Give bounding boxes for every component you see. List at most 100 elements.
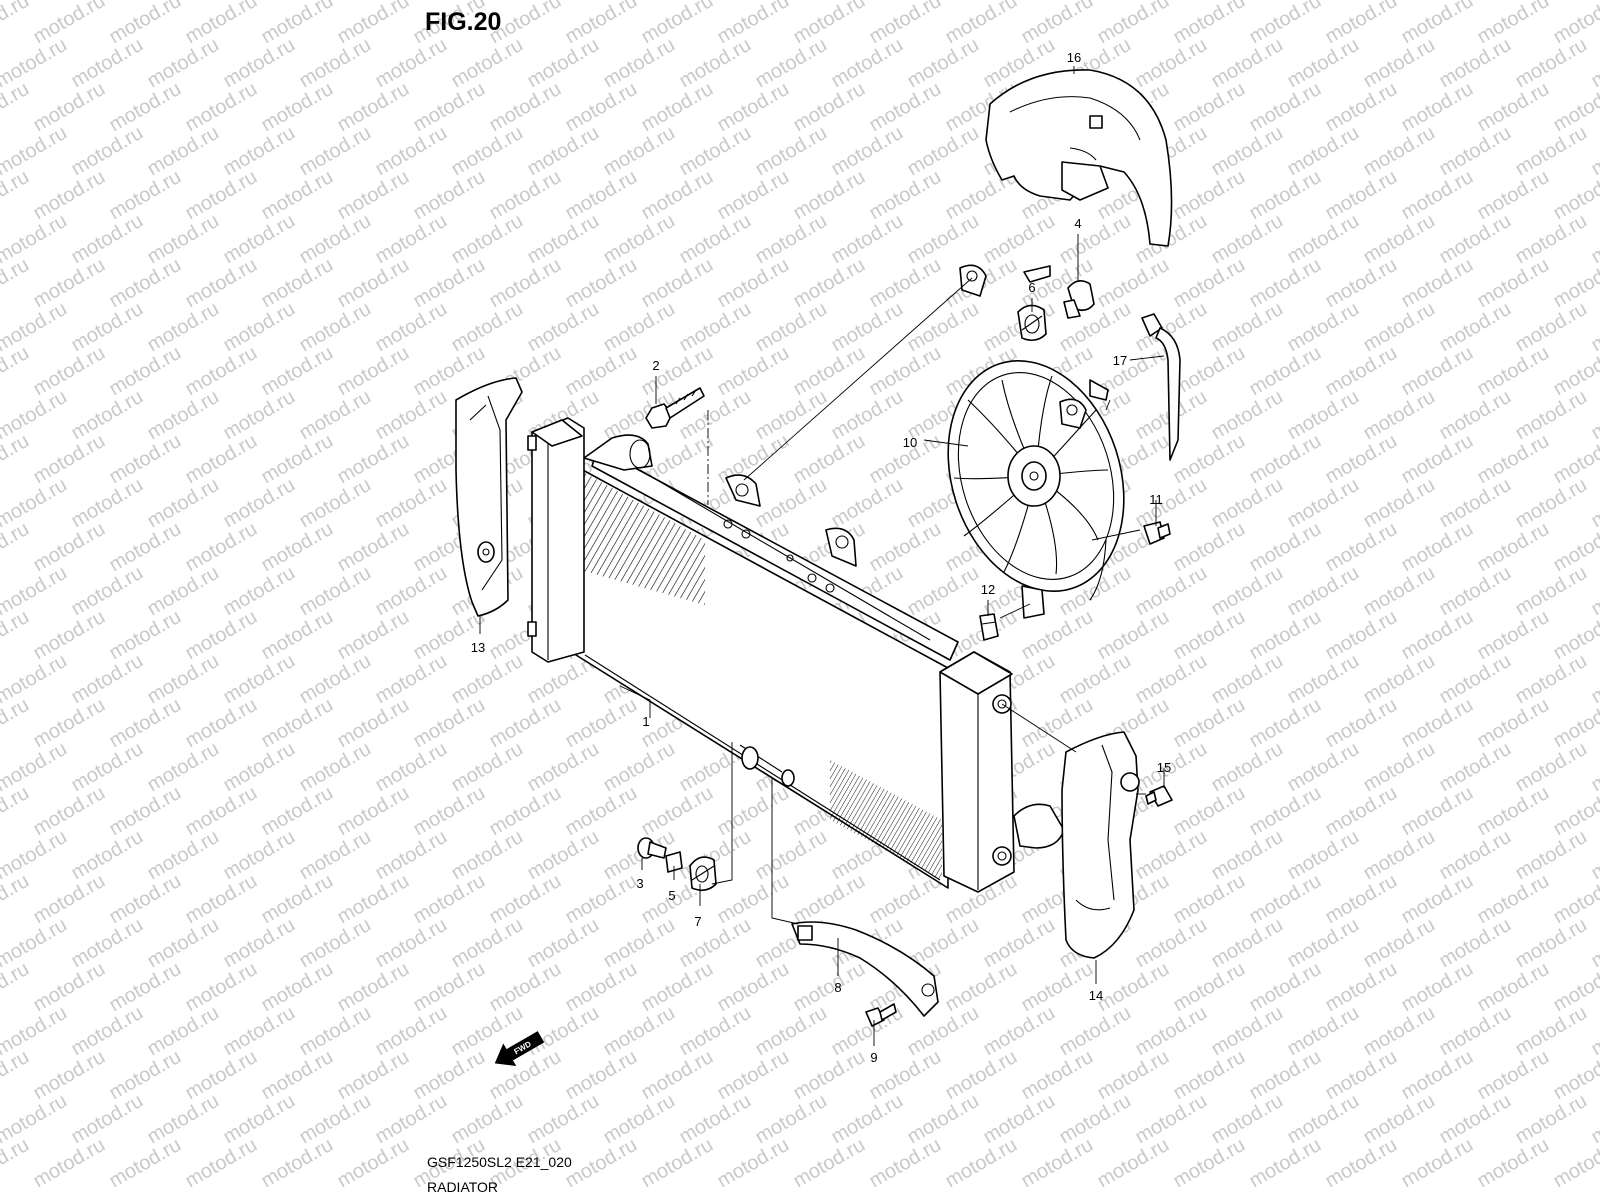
watermark-text: motod.ru [0,254,33,313]
watermark-text: motod.ru [258,1134,337,1193]
radiator-core [567,447,959,889]
watermark-text: motod.ru [296,650,375,709]
watermark-text: motod.ru [448,826,527,885]
watermark-text: motod.ru [1398,254,1477,313]
watermark-text: motod.ru [676,1002,755,1061]
diagram-name: RADIATOR [427,1179,498,1195]
watermark-text: motod.ru [1512,210,1591,269]
watermark-text: motod.ru [562,694,641,753]
watermark-text: motod.ru [1550,1134,1600,1193]
watermark-text: motod.ru [486,782,565,841]
watermark-text: motod.ru [714,166,793,225]
callout-8: 8 [834,980,841,995]
callout-17: 17 [1113,353,1127,368]
watermark-text: motod.ru [258,606,337,665]
watermark-text: motod.ru [1284,34,1363,93]
watermark-text: motod.ru [182,254,261,313]
watermark-text: motod.ru [144,210,223,269]
watermark-text: motod.ru [790,870,869,929]
callout-9: 9 [870,1050,877,1065]
watermark-text: motod.ru [1284,650,1363,709]
screw-part-15 [1145,785,1173,807]
watermark-text: motod.ru [1436,386,1515,445]
watermark-text: motod.ru [258,870,337,929]
watermark-text: motod.ru [1208,386,1287,445]
watermark-text: motod.ru [562,870,641,929]
watermark-text: motod.ru [182,958,261,1017]
watermark-text: motod.ru [372,298,451,357]
watermark-text: motod.ru [1436,34,1515,93]
watermark-text: motod.ru [1208,826,1287,885]
watermark-text: motod.ru [562,166,641,225]
watermark-text: motod.ru [372,474,451,533]
watermark-text: motod.ru [1208,122,1287,181]
watermark-text: motod.ru [1322,606,1401,665]
watermark-text: motod.ru [790,78,869,137]
watermark-text: motod.ru [182,166,261,225]
watermark-text: motod.ru [1094,0,1173,48]
watermark-text: motod.ru [562,1134,641,1193]
fan-cover [985,69,1173,247]
left-side-shroud [455,377,523,617]
watermark-text: motod.ru [220,386,299,445]
watermark-text: motod.ru [904,122,983,181]
watermark-text: motod.ru [714,958,793,1017]
watermark-text: motod.ru [1246,342,1325,401]
watermark-text: motod.ru [144,122,223,181]
watermark-text: motod.ru [1436,474,1515,533]
watermark-text: motod.ru [220,738,299,797]
watermark-text: motod.ru [1360,298,1439,357]
callout-3: 3 [636,876,643,891]
watermark-text: motod.ru [220,1002,299,1061]
watermark-text: motod.ru [752,386,831,445]
watermark-text: motod.ru [638,0,717,48]
watermark-text: motod.ru [1360,1090,1439,1149]
watermark-text: motod.ru [562,782,641,841]
watermark-text: motod.ru [524,914,603,973]
collar-part-5 [665,851,683,873]
watermark-text: motod.ru [980,914,1059,973]
watermark-text: motod.ru [1246,78,1325,137]
watermark-text: motod.ru [296,1090,375,1149]
watermark-text: motod.ru [0,606,33,665]
watermark-text: motod.ru [942,1046,1021,1105]
watermark-text: motod.ru [106,518,185,577]
watermark-text: motod.ru [676,122,755,181]
watermark-text: motod.ru [1588,738,1600,797]
watermark-text: motod.ru [638,166,717,225]
watermark-text: motod.ru [106,78,185,137]
watermark-text: motod.ru [486,254,565,313]
watermark-text: motod.ru [30,958,109,1017]
watermark-text: motod.ru [1360,34,1439,93]
watermark-text: motod.ru [1588,650,1600,709]
watermark-text: motod.ru [980,298,1059,357]
watermark-text: motod.ru [1436,298,1515,357]
watermark-text: motod.ru [144,298,223,357]
watermark-text: motod.ru [638,78,717,137]
watermark-text: motod.ru [1170,782,1249,841]
watermark-text: motod.ru [258,430,337,489]
watermark-text: motod.ru [1322,0,1401,48]
watermark-text: motod.ru [448,1090,527,1149]
watermark-text: motod.ru [600,122,679,181]
watermark-text: motod.ru [1398,870,1477,929]
watermark-text: motod.ru [562,1046,641,1105]
watermark-text: motod.ru [258,78,337,137]
watermark-text: motod.ru [448,34,527,93]
watermark-text: motod.ru [1322,254,1401,313]
watermark-text: motod.ru [1360,826,1439,885]
watermark-text: motod.ru [296,738,375,797]
watermark-text: motod.ru [410,254,489,313]
watermark-text: motod.ru [1246,958,1325,1017]
watermark-text: motod.ru [30,518,109,577]
watermark-text: motod.ru [790,166,869,225]
watermark-text: motod.ru [106,870,185,929]
watermark-text: motod.ru [182,342,261,401]
watermark-text: motod.ru [410,782,489,841]
watermark-text: motod.ru [296,1002,375,1061]
right-side-shroud [1061,731,1140,959]
watermark-text: motod.ru [1056,1002,1135,1061]
watermark-text: motod.ru [486,1046,565,1105]
watermark-text: motod.ru [410,78,489,137]
